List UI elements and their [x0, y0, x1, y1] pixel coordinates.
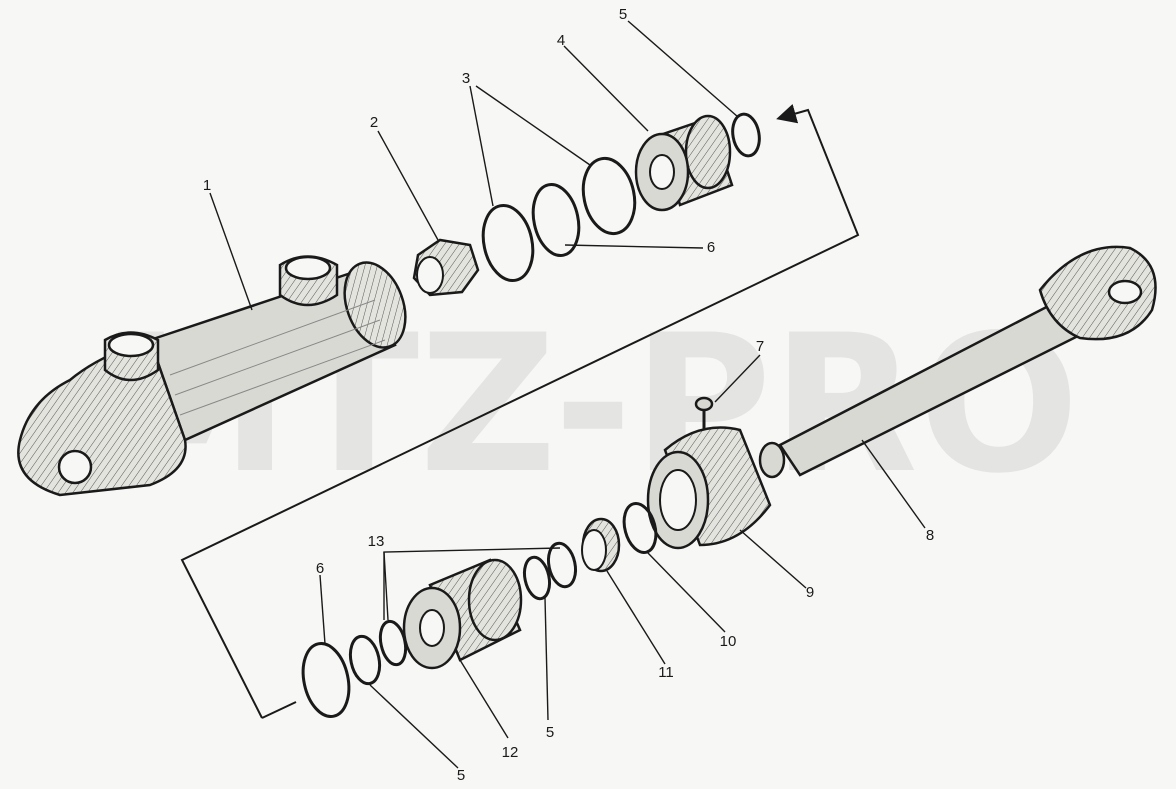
callout-6-top: 6	[707, 239, 715, 256]
callout-13: 13	[368, 533, 385, 550]
callout-2: 2	[370, 114, 378, 131]
callout-9: 9	[806, 584, 814, 601]
ring-13-b	[378, 619, 408, 667]
leader-lines	[209, 20, 926, 769]
callout-12: 12	[502, 744, 519, 761]
ring-11	[581, 517, 621, 573]
ring-10	[622, 502, 658, 554]
gland-nut	[646, 426, 772, 550]
callout-4: 4	[557, 32, 565, 49]
piston-rod	[758, 245, 1157, 479]
ring-top-3	[581, 156, 637, 236]
callout-3: 3	[462, 70, 470, 87]
nut	[412, 238, 480, 297]
callout-7: 7	[756, 338, 764, 355]
ring-13-a	[546, 541, 578, 589]
callout-10: 10	[720, 633, 737, 650]
callout-6-bottom: 6	[316, 560, 324, 577]
callout-1: 1	[203, 177, 211, 194]
callout-11: 11	[658, 664, 674, 681]
callout-8: 8	[926, 527, 934, 544]
piston	[402, 558, 523, 670]
small-ring-top	[731, 112, 761, 158]
callout-5-bottom: 5	[457, 767, 465, 784]
ring-top-1	[481, 203, 535, 283]
callout-5-mid: 5	[546, 724, 554, 741]
ring-5-bottom	[348, 634, 382, 686]
ring-5-mid	[522, 555, 552, 601]
assembly-flow-tail	[261, 701, 297, 719]
cylinder-body	[17, 255, 407, 497]
ring-top-2	[531, 182, 581, 258]
assembly-flow-arrow	[180, 103, 860, 719]
cylinder-head-bushing	[634, 114, 734, 212]
callout-5-top: 5	[619, 6, 627, 23]
ring-6-bottom	[301, 642, 351, 718]
